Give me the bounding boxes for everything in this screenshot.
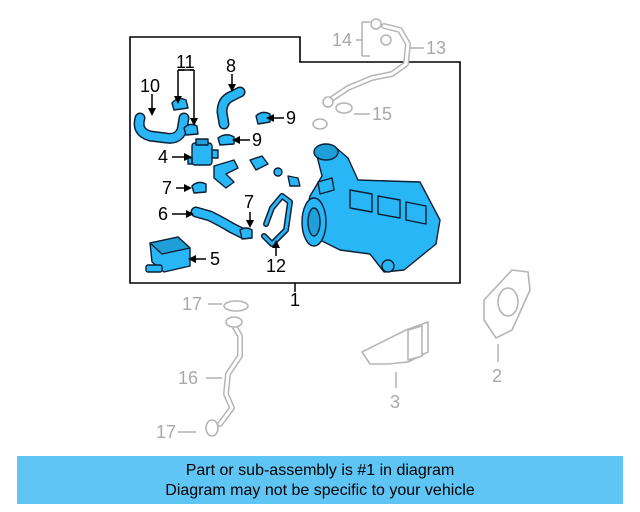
callout-3: 3 <box>390 392 400 412</box>
callout-13: 13 <box>426 38 446 58</box>
pipe-bracket[interactable] <box>213 159 239 189</box>
hose-6[interactable] <box>190 206 250 240</box>
disclaimer-line-2: Diagram may not be specific to your vehi… <box>165 482 475 499</box>
actuator-5[interactable] <box>145 236 191 273</box>
hose-10[interactable] <box>133 112 190 144</box>
bracket-3 <box>361 321 429 365</box>
disclaimer-banner: Part or sub-assembly is #1 in diagram Di… <box>17 456 623 504</box>
gasket-17-upper <box>223 300 249 312</box>
gasket-15 <box>312 102 353 130</box>
callout-6: 6 <box>158 204 168 224</box>
valve-4[interactable] <box>187 138 219 166</box>
callout-8: 8 <box>226 56 236 76</box>
clamp-11[interactable] <box>171 97 199 136</box>
clamp-7-lower[interactable] <box>239 227 253 240</box>
clamp-9-lower[interactable] <box>217 134 235 146</box>
plate-2 <box>483 269 531 339</box>
callout-1: 1 <box>290 290 300 310</box>
callout-16: 16 <box>178 368 198 388</box>
callout-2: 2 <box>492 366 502 386</box>
turbocharger[interactable] <box>301 143 441 273</box>
leader-lines-grey <box>178 21 499 433</box>
clamp-9-upper[interactable] <box>255 111 271 125</box>
fitting-bolts[interactable] <box>249 155 301 187</box>
callout-17-lower: 17 <box>156 422 176 442</box>
leader-lines <box>148 69 296 292</box>
assembly-outline <box>129 36 461 284</box>
disclaimer-line-1: Part or sub-assembly is #1 in diagram <box>185 462 455 479</box>
oil-line-16 <box>205 316 243 437</box>
parts-diagram: 1 10 11 8 9 9 4 7 6 7 5 12 13 14 15 2 3 … <box>129 18 531 442</box>
callout-5: 5 <box>210 249 220 269</box>
callout-11: 11 <box>176 52 195 72</box>
callout-4: 4 <box>158 147 168 167</box>
callout-9-upper: 9 <box>286 108 296 128</box>
clamp-7-upper[interactable] <box>191 181 207 194</box>
callout-10: 10 <box>140 76 160 96</box>
pipe-12[interactable] <box>261 193 293 247</box>
callout-7-lower: 7 <box>244 192 254 212</box>
tube-13-14 <box>322 18 411 108</box>
callout-9-lower: 9 <box>252 130 262 150</box>
callout-12: 12 <box>266 256 286 276</box>
callout-17-upper: 17 <box>182 294 202 314</box>
callout-7-upper: 7 <box>162 178 172 198</box>
callout-14: 14 <box>332 30 352 50</box>
hose-8[interactable] <box>216 86 246 130</box>
callout-15: 15 <box>372 104 392 124</box>
